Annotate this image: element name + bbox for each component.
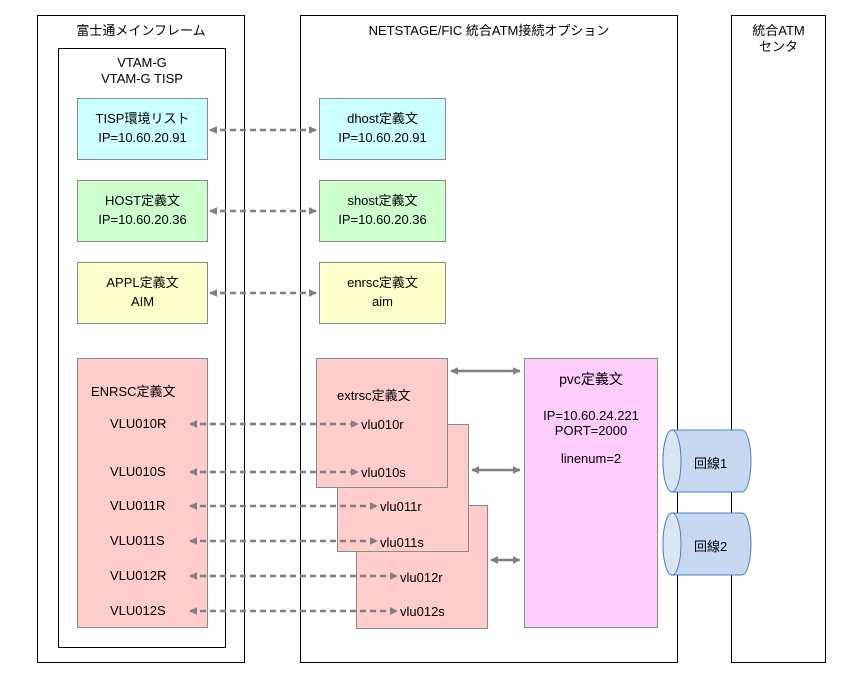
atm-center-title: 統合ATM (752, 23, 805, 38)
atm-center-subtitle: センタ (758, 39, 798, 54)
host-def-ip: IP=10.60.20.36 (98, 212, 187, 227)
enrsc-item: VLU010S (110, 464, 166, 479)
pvc-def-linenum: linenum=2 (560, 451, 622, 466)
pvc-def-box: pvc定義文 IP=10.60.24.221 PORT=2000 linenum… (524, 358, 658, 628)
extrsc-item: vlu012r (400, 570, 443, 585)
extrsc-item: vlu012s (400, 604, 445, 619)
dhost-def-ip: IP=10.60.20.91 (338, 130, 427, 145)
atm-center-panel (731, 15, 826, 663)
appl-def-value: AIM (130, 294, 155, 309)
extrsc-item: vlu011s (380, 535, 424, 550)
enrsc-item: VLU010R (110, 416, 167, 431)
appl-def-box: APPL定義文 AIM (77, 262, 208, 324)
vtam-title: VTAM-G (117, 55, 167, 70)
appl-def-title: APPL定義文 (106, 275, 179, 290)
dhost-def-box: dhost定義文 IP=10.60.20.91 (319, 98, 446, 160)
pvc-def-title: pvc定義文 (559, 371, 623, 387)
tisp-list-box: TISP環境リスト IP=10.60.20.91 (77, 98, 208, 160)
enrsc-def-box (77, 358, 208, 628)
enrsc-item: VLU011S (110, 533, 165, 548)
enrsc-def-net-box: enrsc定義文 aim (319, 262, 446, 324)
shost-def-box: shost定義文 IP=10.60.20.36 (319, 180, 446, 242)
host-def-box: HOST定義文 IP=10.60.20.36 (77, 180, 208, 242)
shost-def-ip: IP=10.60.20.36 (338, 212, 427, 227)
enrsc-item: VLU011R (110, 498, 166, 513)
enrsc-def-net-value: aim (372, 294, 393, 309)
line-2-label: 回線2 (694, 539, 728, 554)
pvc-def-port: PORT=2000 (554, 423, 628, 438)
enrsc-def-title: ENRSC定義文 (91, 384, 176, 399)
enrsc-def-net-title: enrsc定義文 (347, 275, 418, 290)
host-def-title: HOST定義文 (104, 193, 181, 208)
dhost-def-title: dhost定義文 (347, 111, 418, 126)
extrsc-item: vlu010s (361, 465, 406, 480)
vtam-tisp-title: VTAM-G TISP (101, 71, 183, 86)
extrsc-item: vlu010r (361, 417, 404, 432)
mainframe-title: 富士通メインフレーム (76, 23, 206, 38)
pvc-def-ip: IP=10.60.24.221 (543, 408, 639, 423)
extrsc-item: vlu011r (380, 499, 422, 514)
tisp-list-ip: IP=10.60.20.91 (98, 130, 187, 145)
enrsc-item: VLU012S (110, 603, 166, 618)
tisp-list-title: TISP環境リスト (95, 111, 190, 126)
netstage-title: NETSTAGE/FIC 統合ATM接続オプション (368, 23, 610, 38)
enrsc-item: VLU012R (110, 568, 167, 583)
shost-def-title: shost定義文 (347, 193, 418, 208)
extrsc-def-title: extrsc定義文 (337, 388, 411, 403)
line-1-label: 回線1 (694, 456, 728, 471)
